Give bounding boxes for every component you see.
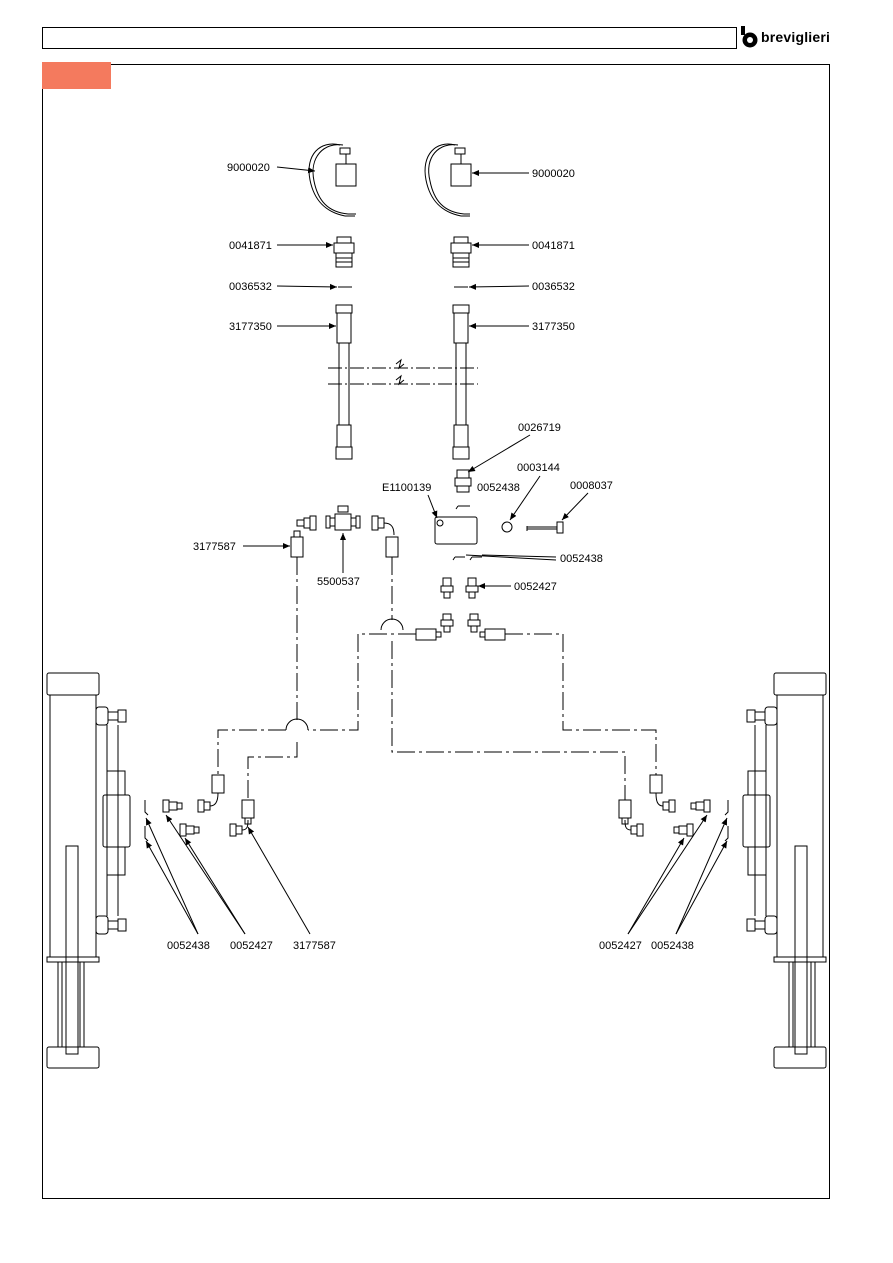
solenoid-block-icon [434,516,478,545]
elbow-lower-left-a-icon [162,799,183,813]
brand-logo-icon [740,26,758,48]
cylinder-left-icon [46,672,131,1069]
label-bottom-right-seal: 0052438 [651,940,694,952]
label-bottom-right-elbow: 0052427 [599,940,642,952]
hose-left-icon [335,304,353,460]
drawing-frame [42,64,830,1199]
fitting-left-icon [333,236,355,268]
seal-lower-left-b-icon [144,826,149,842]
label-center-seal-top: 0052438 [477,482,520,494]
elbow-lower-left-c-icon [197,792,219,813]
sensor-right-icon [424,143,472,217]
fitting-center-icon [454,469,472,493]
label-bottom-left-seal: 0052438 [167,940,210,952]
fitting-right-icon [450,236,472,268]
elbow-center-low-left-icon [440,613,454,633]
label-hose-right: 3177350 [532,321,575,333]
elbow-center-left-icon [440,577,454,599]
section-tab [42,62,111,89]
elbow-upper-right-icon [371,515,395,536]
label-seal-right: 0036532 [532,281,575,293]
label-fitting-left: 0041871 [229,240,272,252]
elbow-lower-left-b-icon [179,823,200,837]
label-center-pin: 0008037 [570,480,613,492]
elbow-lower-right-b-icon [673,823,694,837]
elbow-lower-right-c-icon [655,792,676,813]
label-center-elbow: 0052427 [514,581,557,593]
label-tee: 5500537 [317,576,360,588]
label-center-seal-mid: 0052438 [560,553,603,565]
hose-right-icon [452,304,470,460]
label-bottom-left-elbow: 0052427 [230,940,273,952]
label-center-washer: 0003144 [517,462,560,474]
label-seal-left: 0036532 [229,281,272,293]
label-sensor-right: 9000020 [532,168,575,180]
hose-lower-left-icon [241,799,255,819]
elbow-lower-right-a-icon [690,799,711,813]
elbow-center-low-right-icon [467,613,481,633]
label-fitting-right: 0041871 [532,240,575,252]
washer-icon [501,521,513,533]
label-hose-left: 3177350 [229,321,272,333]
label-upper-hose-left: 3177587 [193,541,236,553]
header-title-bar [42,27,737,49]
brand-logo: breviglieri [740,24,830,50]
label-center-block: E1100139 [382,482,431,494]
hose-center-right-icon [484,628,506,641]
label-bottom-left-hose: 3177587 [293,940,336,952]
hose-center-left-icon [415,628,437,641]
cylinder-right-icon [742,672,827,1069]
elbow-center-right-icon [465,577,479,599]
seal-lower-left-a-icon [144,800,149,816]
pin-icon [526,521,564,534]
hose-upper-right-icon [385,536,399,558]
sensor-left-icon [308,143,357,217]
label-center-top: 0026719 [518,422,561,434]
elbow-upper-left-icon [296,515,317,531]
brand-logo-text: breviglieri [761,29,831,45]
seal-lower-right-a-icon [724,800,729,816]
seal-lower-right-b-icon [724,826,729,842]
label-sensor-left: 9000020 [227,162,270,174]
elbow-lower-right-d-icon [624,819,644,837]
elbow-lower-left-d-icon [229,819,249,837]
hose-upper-left-icon [290,536,304,558]
tee-icon [325,505,361,531]
